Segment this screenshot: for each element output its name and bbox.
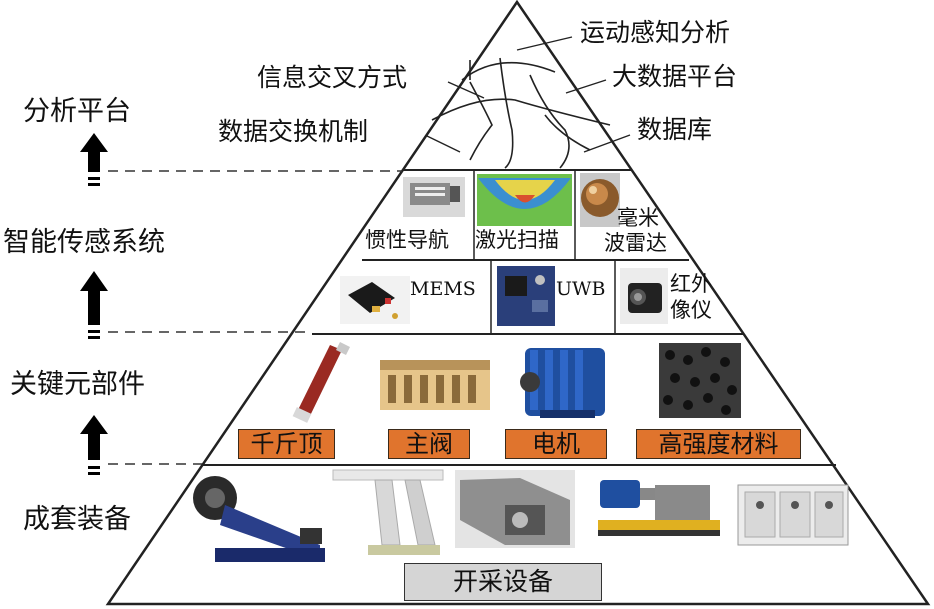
- material-image: [659, 343, 741, 418]
- ir-label-line1: 红外: [670, 272, 712, 296]
- uwb-image: [497, 266, 555, 326]
- level-connectors: [108, 170, 402, 465]
- apex-leaders: [426, 36, 631, 153]
- jack-image: [292, 342, 350, 423]
- valve-image: [380, 360, 490, 410]
- apex-big-data-label: 大数据平台: [612, 62, 738, 91]
- motor-image: [520, 348, 605, 418]
- cabinet-image: [737, 484, 849, 546]
- apex-data-exchange-label: 数据交换机制: [218, 117, 369, 146]
- radar-label-line2: 波雷达: [604, 231, 667, 255]
- motor-tag: 电机: [505, 429, 607, 459]
- level-sensing-label: 智能传感系统: [3, 227, 165, 258]
- support-image: [332, 469, 444, 555]
- inertial-nav-image: [403, 177, 465, 217]
- mining-equipment-tag: 开采设备: [404, 563, 602, 601]
- apex-network: [431, 57, 611, 169]
- pump-image: [598, 480, 720, 536]
- radar-label-line1: 毫米: [617, 206, 659, 230]
- jack-tag: 千斤顶: [238, 429, 335, 459]
- up-arrow-1: [80, 133, 108, 186]
- inertial-nav-label: 惯性导航: [365, 228, 449, 252]
- up-arrow-2: [80, 271, 108, 339]
- apex-info-exchange-label: 信息交叉方式: [257, 63, 408, 92]
- up-arrow-3: [80, 415, 108, 475]
- material-tag: 高强度材料: [636, 429, 801, 459]
- level-equipment-label: 成套装备: [23, 504, 131, 535]
- level-components-label: 关键元部件: [10, 369, 145, 400]
- level-analysis-label: 分析平台: [23, 96, 131, 127]
- apex-motion-label: 运动感知分析: [580, 18, 731, 47]
- machine-image: [455, 470, 575, 548]
- mems-label: MEMS: [410, 278, 476, 300]
- valve-tag: 主阀: [388, 429, 470, 459]
- shearer-image: [193, 476, 325, 562]
- radar-image: [580, 173, 620, 227]
- laser-scan-label: 激光扫描: [475, 228, 559, 252]
- ir-imager-image: [620, 268, 668, 324]
- mems-image: [340, 276, 410, 324]
- apex-database-label: 数据库: [637, 115, 713, 144]
- laser-scan-image: [477, 174, 572, 226]
- ir-label-line2: 像仪: [670, 298, 712, 322]
- uwb-label: UWB: [556, 278, 606, 300]
